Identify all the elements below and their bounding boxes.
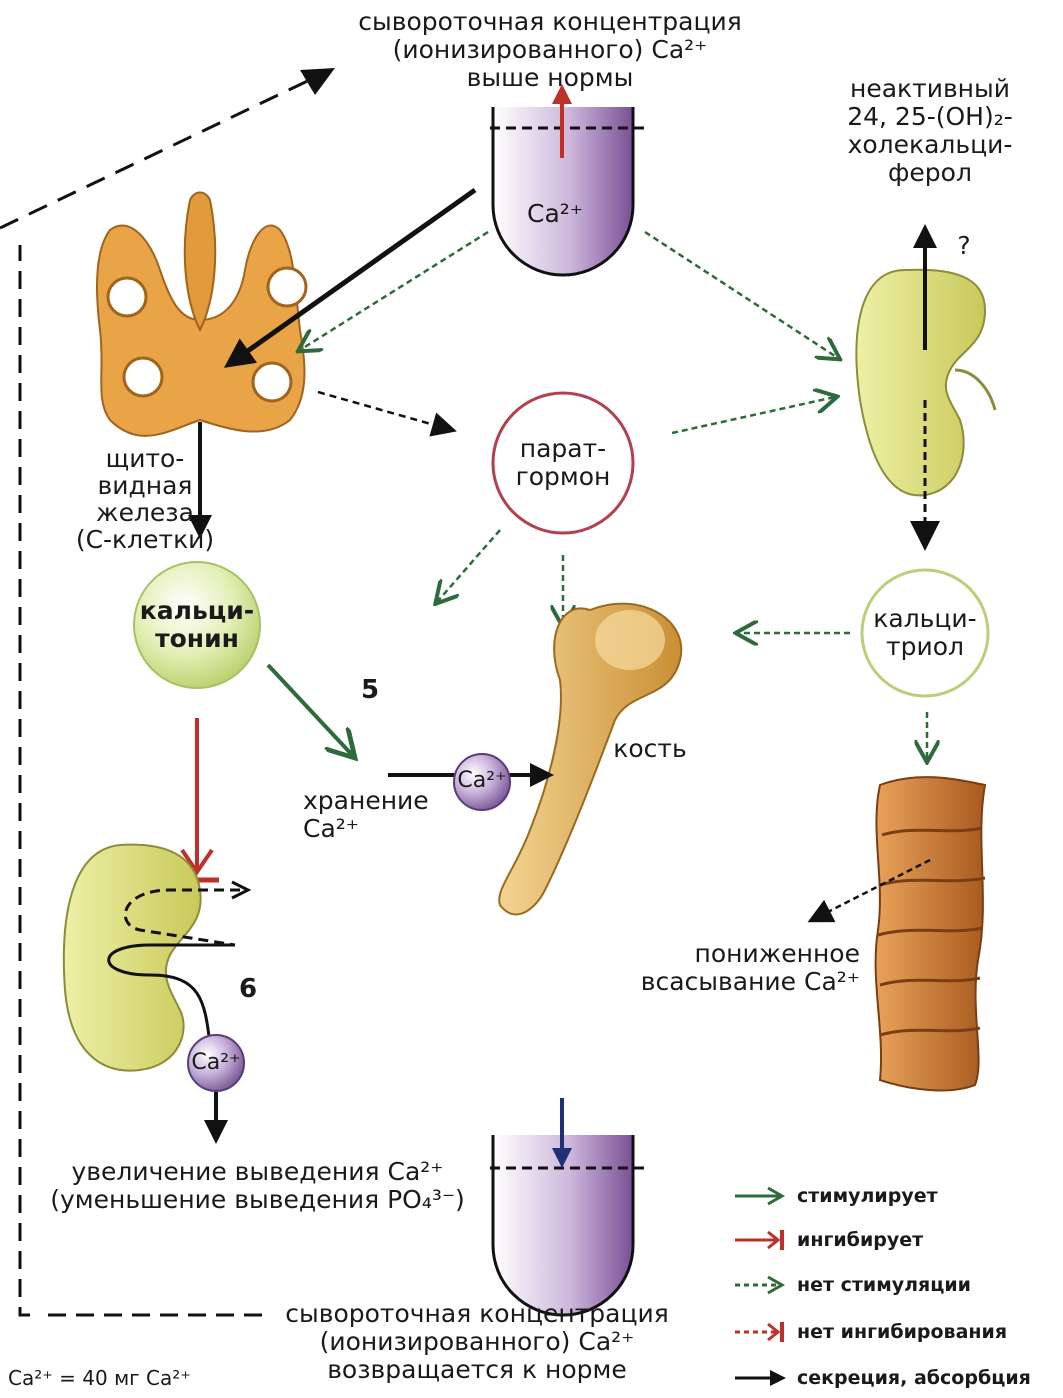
bone-ca-label: Ca²⁺ <box>452 767 512 795</box>
footnote: Ca²⁺ = 40 мг Ca²⁺ <box>8 1364 268 1392</box>
inactive-line3: холекальци- <box>815 131 1045 159</box>
excretion-label: увеличение выведения Ca²⁺ (уменьшение вы… <box>25 1158 490 1214</box>
top-serum-label: сывороточная концентрация (ионизированно… <box>335 8 765 92</box>
legend-no-inhibition-label: нет ингибирования <box>797 1321 1007 1343</box>
thyroid-line2: видная <box>60 472 230 499</box>
parathormone-line1: парат- <box>493 435 633 463</box>
storage-line1: хранение <box>303 787 443 815</box>
top-serum-beaker <box>490 84 645 275</box>
excretion-line2: (уменьшение выведения PO₄³⁻) <box>25 1186 490 1214</box>
bottom-serum-line2: (ионизированного) Ca²⁺ <box>262 1328 692 1356</box>
legend-inhibits-label: ингибирует <box>797 1229 923 1251</box>
question-mark: ? <box>952 232 976 260</box>
top-beaker-ion: Ca²⁺ <box>520 200 590 228</box>
reduced-absorption-line1: пониженное <box>610 940 860 968</box>
legend <box>735 1188 786 1386</box>
calcitonin-label: кальци- тонин <box>127 597 267 653</box>
thyroid-to-pth-dashed <box>318 392 452 430</box>
inactive-line4: ферол <box>815 159 1045 187</box>
bottom-serum-beaker <box>490 1098 645 1315</box>
storage-label: хранение Ca²⁺ <box>303 787 443 843</box>
step-6-number: 6 <box>233 975 263 1003</box>
thyroid-label: щито- видная железа (С-клетки) <box>60 445 230 553</box>
calcitonin-line1: кальци- <box>127 597 267 625</box>
bottom-serum-line1: сывороточная концентрация <box>262 1300 692 1328</box>
inactive-line1: неактивный <box>815 75 1045 103</box>
bottom-serum-line3: возвращается к норме <box>262 1356 692 1384</box>
thyroid-gland <box>97 193 306 436</box>
excretion-line1: увеличение выведения Ca²⁺ <box>25 1158 490 1186</box>
calcitonin-to-storage-arrow <box>268 665 355 758</box>
calcitriol-line1: кальци- <box>862 605 988 633</box>
top-serum-line2: (ионизированного) Ca²⁺ <box>335 36 765 64</box>
top-serum-line1: сывороточная концентрация <box>335 8 765 36</box>
thyroid-line3: железа <box>60 499 230 526</box>
storage-line2: Ca²⁺ <box>303 815 443 843</box>
legend-secretion-label: секреция, абсорбция <box>797 1367 1031 1389</box>
inactive-vitamin-label: неактивный 24, 25-(OH)₂- холекальци- фер… <box>815 75 1045 187</box>
reduced-absorption-line2: всасывание Ca²⁺ <box>610 968 860 996</box>
calcitonin-inhibits-arrow <box>175 718 219 880</box>
bone-label: кость <box>605 735 695 763</box>
legend-no-stimulation-label: нет стимуляции <box>797 1274 971 1296</box>
step-5-number: 5 <box>355 676 385 704</box>
inactive-line2: 24, 25-(OH)₂- <box>815 103 1045 131</box>
parathormone-line2: гормон <box>493 463 633 491</box>
top-serum-line3: выше нормы <box>335 64 765 92</box>
intestine <box>876 777 985 1090</box>
pth-to-kidney-dashed <box>672 397 835 433</box>
reduced-absorption-label: пониженное всасывание Ca²⁺ <box>610 940 860 996</box>
kidney-ca-label: Ca²⁺ <box>186 1049 246 1077</box>
thyroid-line4: (С-клетки) <box>60 526 230 553</box>
parathormone-label: парат- гормон <box>493 435 633 491</box>
calcitonin-line2: тонин <box>127 625 267 653</box>
bottom-serum-label: сывороточная концентрация (ионизированно… <box>262 1300 692 1384</box>
thyroid-line1: щито- <box>60 445 230 472</box>
pth-to-storage-dashed <box>437 530 500 602</box>
calcitriol-label: кальци- триол <box>862 605 988 661</box>
beaker-to-kidney-dashed <box>645 232 838 358</box>
calcitriol-line2: триол <box>862 633 988 661</box>
legend-stimulates-label: стимулирует <box>797 1185 938 1207</box>
